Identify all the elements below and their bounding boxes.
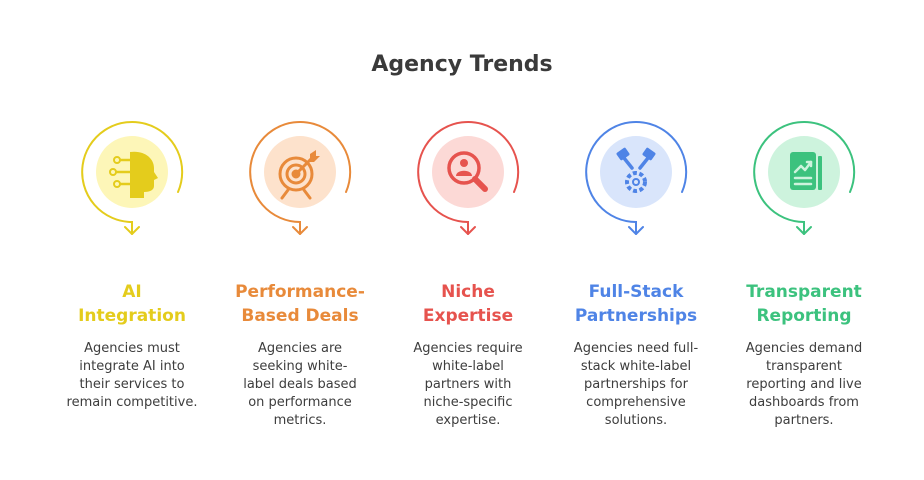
arrow-down-icon: [796, 226, 812, 235]
trend-heading: Performance-Based Deals: [235, 282, 365, 326]
ring-arc: [753, 121, 856, 235]
ai-head-icon: [109, 151, 158, 198]
arrow-down-icon: [460, 226, 476, 235]
search-person-icon: [447, 151, 488, 192]
ring-connector: [417, 121, 520, 235]
ring-connector: [753, 121, 856, 235]
gear-tools-icon: [616, 147, 656, 193]
arrow-down-icon: [628, 226, 644, 235]
target-icon: [278, 150, 320, 200]
ring-connector: [81, 121, 184, 235]
ring-arc: [81, 121, 184, 235]
arrow-down-icon: [124, 226, 140, 235]
arrow-down-icon: [292, 226, 308, 235]
ring-connector: [585, 121, 688, 235]
ring-arc: [417, 121, 520, 235]
ring-arc: [249, 121, 352, 235]
ring-connector: [249, 121, 352, 235]
page-title: Agency Trends: [371, 52, 553, 77]
report-chart-icon: [790, 152, 822, 190]
ring-arc: [585, 121, 688, 235]
